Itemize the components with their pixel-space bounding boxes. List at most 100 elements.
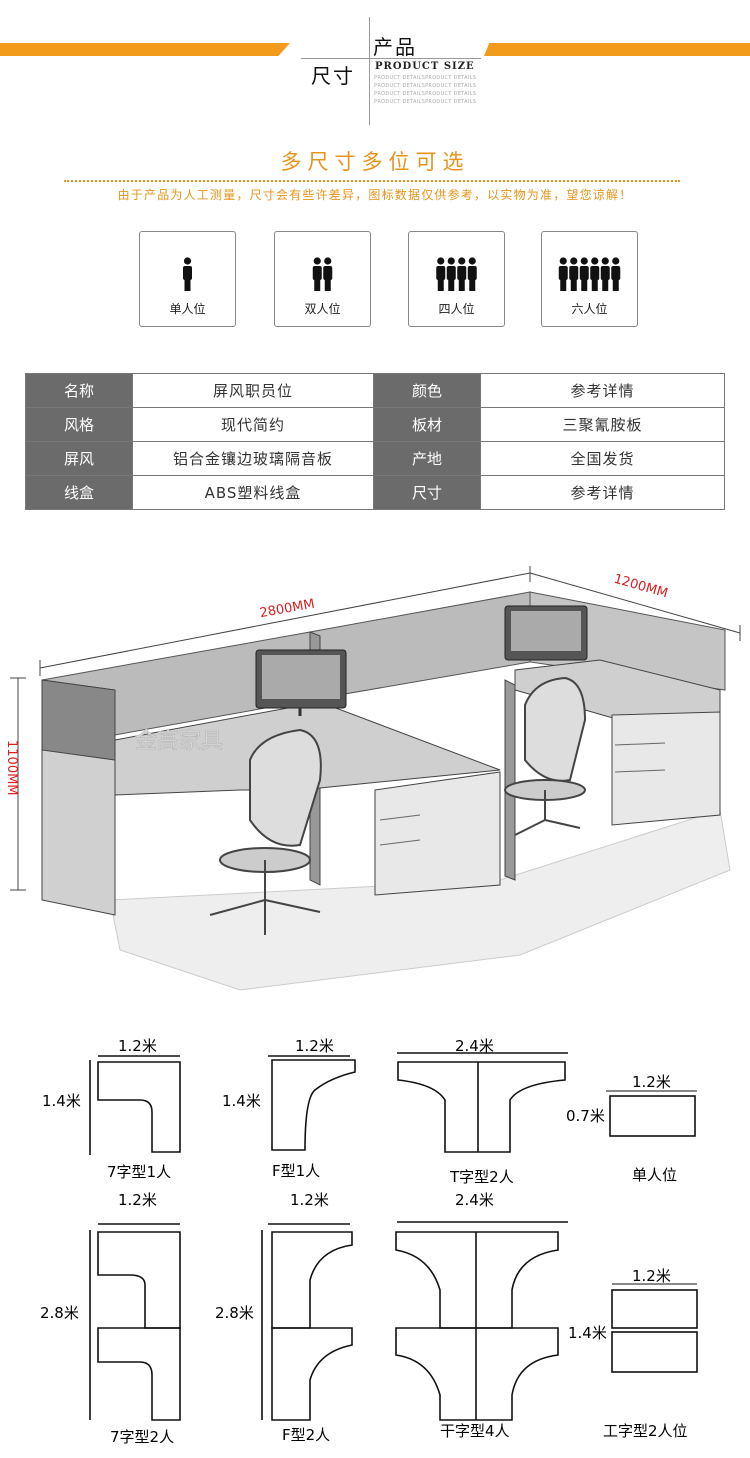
spec-value: 参考详情 — [480, 475, 725, 510]
person-figure — [183, 257, 192, 291]
chair-right — [504, 676, 587, 836]
layout-diagrams: 1.2米 1.4米 7字型1人 1.2米 1.4米 F型1人 2.4米 T字型2… — [40, 1037, 698, 1446]
spec-value: ABS塑料线盒 — [132, 475, 374, 510]
seat-option-label: 单人位 — [169, 302, 206, 316]
person-figure — [579, 257, 589, 291]
desk-single-rect — [609, 1095, 696, 1137]
floor — [109, 809, 731, 991]
section-subtitle: 由于产品为人工测量，尺寸会有些许差异，图标数据仅供参考，以实物为准，望您谅解！ — [117, 188, 633, 202]
person-figure — [446, 257, 456, 291]
dotted-divider — [64, 180, 680, 182]
dim-top: 2.4米 — [455, 1037, 494, 1055]
seat-option-double[interactable]: 双人位 — [274, 231, 371, 327]
spec-value: 参考详情 — [480, 373, 725, 408]
person-figure — [569, 257, 579, 291]
desk-7-shape — [97, 1061, 181, 1153]
spec-key: 颜色 — [373, 373, 481, 408]
spec-key: 名称 — [25, 373, 133, 408]
people-icon — [436, 257, 477, 291]
header-title-en: PRODUCT SIZE — [375, 61, 475, 72]
diagram-name: F型1人 — [272, 1162, 320, 1180]
seat-option-label: 四人位 — [438, 302, 475, 316]
depth-dimension: 1200MM — [612, 572, 670, 602]
people-icon — [312, 257, 333, 291]
dim-top: 1.2米 — [632, 1267, 671, 1285]
dim-top: 1.2米 — [118, 1037, 157, 1055]
spec-key: 屏风 — [25, 441, 133, 476]
spec-table: 名称 屏风职员位 颜色 参考详情 风格 现代简约 板材 三聚氰胺板 屏风 铝合金… — [25, 373, 725, 510]
dim-side: 1.4米 — [568, 1324, 607, 1342]
spec-key: 线盒 — [25, 475, 133, 510]
header-vertical-line — [369, 17, 370, 125]
spec-key: 尺寸 — [373, 475, 481, 510]
person-figure — [558, 257, 568, 291]
spec-value: 全国发货 — [480, 441, 725, 476]
diagram-name: T字型2人 — [449, 1168, 514, 1186]
diagram-name: 干字型4人 — [440, 1422, 510, 1440]
chair-left — [209, 728, 322, 935]
seat-option-six[interactable]: 六人位 — [541, 231, 638, 327]
person-figure — [312, 257, 322, 291]
header-title-line1: 产品 — [373, 35, 417, 59]
dim-top: 1.2米 — [295, 1037, 334, 1055]
header-left-bar — [0, 43, 290, 56]
spec-value: 现代简约 — [132, 407, 374, 442]
people-icon — [558, 257, 621, 291]
desk-double-rect — [611, 1289, 698, 1329]
table-row: 线盒 ABS塑料线盒 尺寸 参考详情 — [25, 475, 725, 510]
header-title-line2: 尺寸 — [311, 64, 355, 88]
spec-value: 屏风职员位 — [132, 373, 374, 408]
spec-value: 铝合金镶边玻璃隔音板 — [132, 441, 374, 476]
width-dimension: 2800MM — [259, 597, 316, 621]
spec-key: 产地 — [373, 441, 481, 476]
person-icon — [183, 257, 192, 291]
dim-side: 1.4米 — [222, 1092, 261, 1110]
table-row: 屏风 铝合金镶边玻璃隔音板 产地 全国发货 — [25, 441, 725, 476]
diagram-name: 7字型1人 — [107, 1163, 171, 1181]
dim-top: 1.2米 — [118, 1191, 157, 1209]
watermark-text: 金高家具 — [135, 729, 223, 754]
header-tiny-line: PRODUCT DETAILSPRODUCT DETAILS — [374, 83, 477, 89]
header-tiny-line: PRODUCT DETAILSPRODUCT DETAILS — [374, 99, 477, 105]
person-figure — [611, 257, 621, 291]
seat-option-four[interactable]: 四人位 — [408, 231, 505, 327]
dim-side: 2.8米 — [215, 1304, 254, 1322]
height-dimension: 1100MM — [4, 740, 19, 796]
diagram-name: F型2人 — [282, 1426, 330, 1444]
diagram-name: 工字型2人位 — [603, 1422, 688, 1440]
table-row: 名称 屏风职员位 颜色 参考详情 — [25, 373, 725, 408]
dim-side: 2.8米 — [40, 1304, 79, 1322]
desk-f-shape — [271, 1059, 356, 1151]
dim-top: 1.2米 — [632, 1073, 671, 1091]
dim-side: 0.7米 — [566, 1107, 605, 1125]
seat-option-label: 六人位 — [571, 302, 608, 316]
header-tiny-lines: PRODUCT DETAILSPRODUCT DETAILS PRODUCT D… — [374, 74, 476, 106]
dim-top: 1.2米 — [290, 1191, 329, 1209]
spec-key: 板材 — [373, 407, 481, 442]
dim-side: 1.4米 — [42, 1092, 81, 1110]
diagram-name: 单人位 — [632, 1166, 677, 1184]
person-figure — [457, 257, 467, 291]
person-figure — [467, 257, 477, 291]
workstation-illustration: 2800MM 1200MM 1100MM 金高家具 — [4, 566, 741, 991]
header-right-bar — [484, 43, 750, 56]
desk-t-shape — [397, 1061, 566, 1153]
diagram-name: 7字型2人 — [110, 1428, 174, 1446]
dim-top: 2.4米 — [455, 1191, 494, 1209]
header-horizontal-line — [301, 58, 481, 59]
spec-key: 风格 — [25, 407, 133, 442]
desk-7-shape-double — [97, 1231, 181, 1329]
person-figure — [323, 257, 333, 291]
header-tiny-line: PRODUCT DETAILSPRODUCT DETAILS — [374, 75, 477, 81]
section-title: 多尺寸多位可选 — [280, 150, 470, 174]
seat-option-label: 双人位 — [304, 302, 341, 316]
header-tiny-line: PRODUCT DETAILSPRODUCT DETAILS — [374, 91, 477, 97]
table-row: 风格 现代简约 板材 三聚氰胺板 — [25, 407, 725, 442]
person-figure — [436, 257, 446, 291]
spec-value: 三聚氰胺板 — [480, 407, 725, 442]
person-figure — [590, 257, 600, 291]
person-figure — [600, 257, 610, 291]
seat-option-single[interactable]: 单人位 — [139, 231, 236, 327]
desk-f-shape-double — [271, 1231, 353, 1329]
desk-cross-shape — [395, 1231, 559, 1329]
